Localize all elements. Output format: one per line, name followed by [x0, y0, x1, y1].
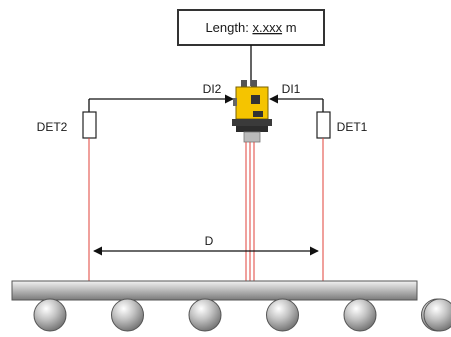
det2-detector: [83, 112, 96, 138]
det1-label: DET1: [337, 120, 368, 134]
conveyor-roller: [189, 299, 221, 331]
conveyor-roller: [112, 299, 144, 331]
distance-label: D: [205, 234, 214, 248]
sensor-device: [232, 80, 272, 142]
conveyor-belt: [12, 281, 417, 300]
sensor-lens-icon: [244, 132, 260, 142]
det1-detector: [317, 112, 330, 138]
conveyor-roller: [34, 299, 66, 331]
conveyor-roller: [424, 299, 451, 331]
length-display-text: Length: x.xxx m: [205, 20, 296, 35]
length-display: Length: x.xxx m: [178, 10, 324, 45]
di1-signal-line: [270, 99, 323, 112]
sensor-window-icon: [251, 95, 260, 104]
conveyor-roller: [267, 299, 299, 331]
di1-label: DI1: [282, 82, 301, 96]
conveyor-rollers: [34, 299, 451, 331]
di2-signal-line: [89, 99, 233, 112]
conveyor-roller: [344, 299, 376, 331]
di2-label: DI2: [203, 82, 222, 96]
det2-label: DET2: [37, 120, 68, 134]
sensor-base: [232, 119, 272, 126]
